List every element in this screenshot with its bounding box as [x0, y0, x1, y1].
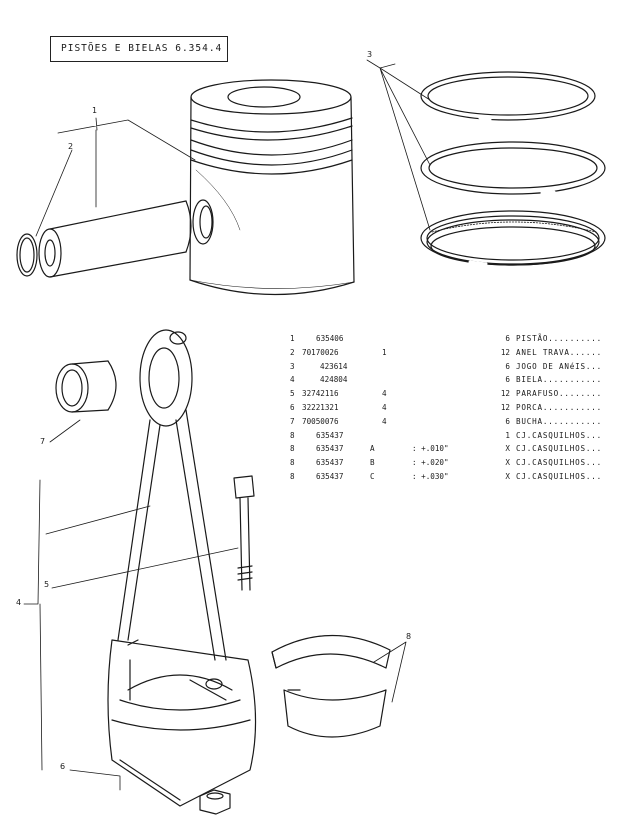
- bolt-drawing: [233, 475, 255, 591]
- item-number: 5: [290, 389, 295, 399]
- description: PARAFUSO........: [516, 389, 602, 399]
- parts-row: 8 635437 A : +.010" X CJ.CASQUILHOS...: [290, 444, 616, 458]
- description: CJ.CASQUILHOS...: [516, 444, 602, 454]
- part-number: 32221321: [302, 402, 339, 412]
- quantity: 12: [500, 347, 510, 357]
- item-number: 8: [290, 430, 295, 440]
- piston-pin-drawing: [38, 200, 192, 278]
- description: CJ.CASQUILHOS...: [516, 458, 602, 468]
- quantity: 6: [505, 375, 510, 385]
- description: PORCA...........: [516, 402, 602, 412]
- bush-drawing: [55, 360, 117, 413]
- piston-drawing: [189, 79, 355, 296]
- item-number: 2: [290, 347, 295, 357]
- parts-row: 8 635437 1 CJ.CASQUILHOS...: [290, 431, 616, 445]
- description: PISTÃO..........: [516, 334, 602, 343]
- description: JOGO DE ANéIS...: [516, 361, 602, 371]
- variant: A: [370, 444, 375, 454]
- item-number: 8: [290, 458, 295, 468]
- description: ANEL TRAVA......: [516, 347, 602, 357]
- quantity: 12: [500, 402, 510, 412]
- parts-row: 8 635437 C : +.030" X CJ.CASQUILHOS...: [290, 472, 616, 486]
- item-number: 6: [290, 402, 295, 412]
- quantity: X: [505, 444, 510, 454]
- callout-3: 3: [367, 50, 373, 59]
- description: BIELA...........: [516, 375, 602, 385]
- quantity: X: [505, 458, 510, 468]
- part-number: 70050076: [302, 416, 339, 426]
- connecting-rod-drawing: [107, 329, 257, 807]
- oversize-tolerance: : +.020": [412, 458, 449, 468]
- sub-quantity: 4: [382, 389, 387, 399]
- sub-quantity: 1: [382, 347, 387, 357]
- parts-list: 1 635406 6 PISTÃO.......... 2 70170026 1…: [290, 334, 616, 486]
- quantity: 6: [505, 416, 510, 426]
- quantity: 6: [505, 361, 510, 371]
- item-number: 7: [290, 416, 295, 426]
- part-number: 70170026: [302, 347, 339, 357]
- page-title: PISTÕES E BIELAS 6.354.4: [61, 43, 223, 54]
- callout-4: 4: [16, 598, 22, 607]
- item-number: 8: [290, 444, 295, 454]
- description: CJ.CASQUILHOS...: [516, 471, 602, 481]
- parts-row: 1 635406 6 PISTÃO..........: [290, 334, 616, 348]
- part-number: 635406: [316, 334, 344, 343]
- quantity: 6: [505, 334, 510, 343]
- part-number: 635437: [316, 430, 344, 440]
- parts-row: 2 70170026 1 12 ANEL TRAVA......: [290, 348, 616, 362]
- part-number: 423614: [320, 361, 348, 371]
- oversize-tolerance: : +.010": [412, 444, 449, 454]
- parts-row: 6 32221321 4 12 PORCA...........: [290, 403, 616, 417]
- parts-row: 7 70050076 4 6 BUCHA...........: [290, 417, 616, 431]
- description: CJ.CASQUILHOS...: [516, 430, 602, 440]
- parts-row: 4 424804 6 BIELA...........: [290, 375, 616, 389]
- parts-row: 3 423614 6 JOGO DE ANéIS...: [290, 362, 616, 376]
- parts-row: 8 635437 B : +.020" X CJ.CASQUILHOS...: [290, 458, 616, 472]
- callout-7: 7: [40, 437, 46, 446]
- nut-drawing: [199, 789, 231, 815]
- part-number: 32742116: [302, 389, 339, 399]
- variant: C: [370, 471, 375, 481]
- part-number: 424804: [320, 375, 348, 385]
- callout-1: 1: [92, 106, 98, 115]
- description: BUCHA...........: [516, 416, 602, 426]
- quantity: 1: [505, 430, 510, 440]
- callout-8: 8: [406, 632, 412, 641]
- part-number: 635437: [316, 471, 344, 481]
- circlip-drawing: [16, 233, 38, 277]
- callout-6: 6: [60, 762, 66, 771]
- item-number: 8: [290, 471, 295, 481]
- piston-rings-drawing: [420, 71, 606, 266]
- quantity: 12: [500, 389, 510, 399]
- part-number: 635437: [316, 444, 344, 454]
- item-number: 3: [290, 361, 295, 371]
- sub-quantity: 4: [382, 402, 387, 412]
- title-box: PISTÕES E BIELAS 6.354.4: [50, 36, 228, 62]
- item-number: 4: [290, 375, 295, 385]
- bearing-shells-drawing: [271, 634, 391, 738]
- item-number: 1: [290, 334, 295, 343]
- callout-2: 2: [68, 142, 74, 151]
- parts-row: 5 32742116 4 12 PARAFUSO........: [290, 389, 616, 403]
- callout-5: 5: [44, 580, 50, 589]
- part-number: 635437: [316, 458, 344, 468]
- quantity: X: [505, 471, 510, 481]
- sub-quantity: 4: [382, 416, 387, 426]
- leader-lines: [23, 59, 431, 791]
- oversize-tolerance: : +.030": [412, 471, 449, 481]
- variant: B: [370, 458, 375, 468]
